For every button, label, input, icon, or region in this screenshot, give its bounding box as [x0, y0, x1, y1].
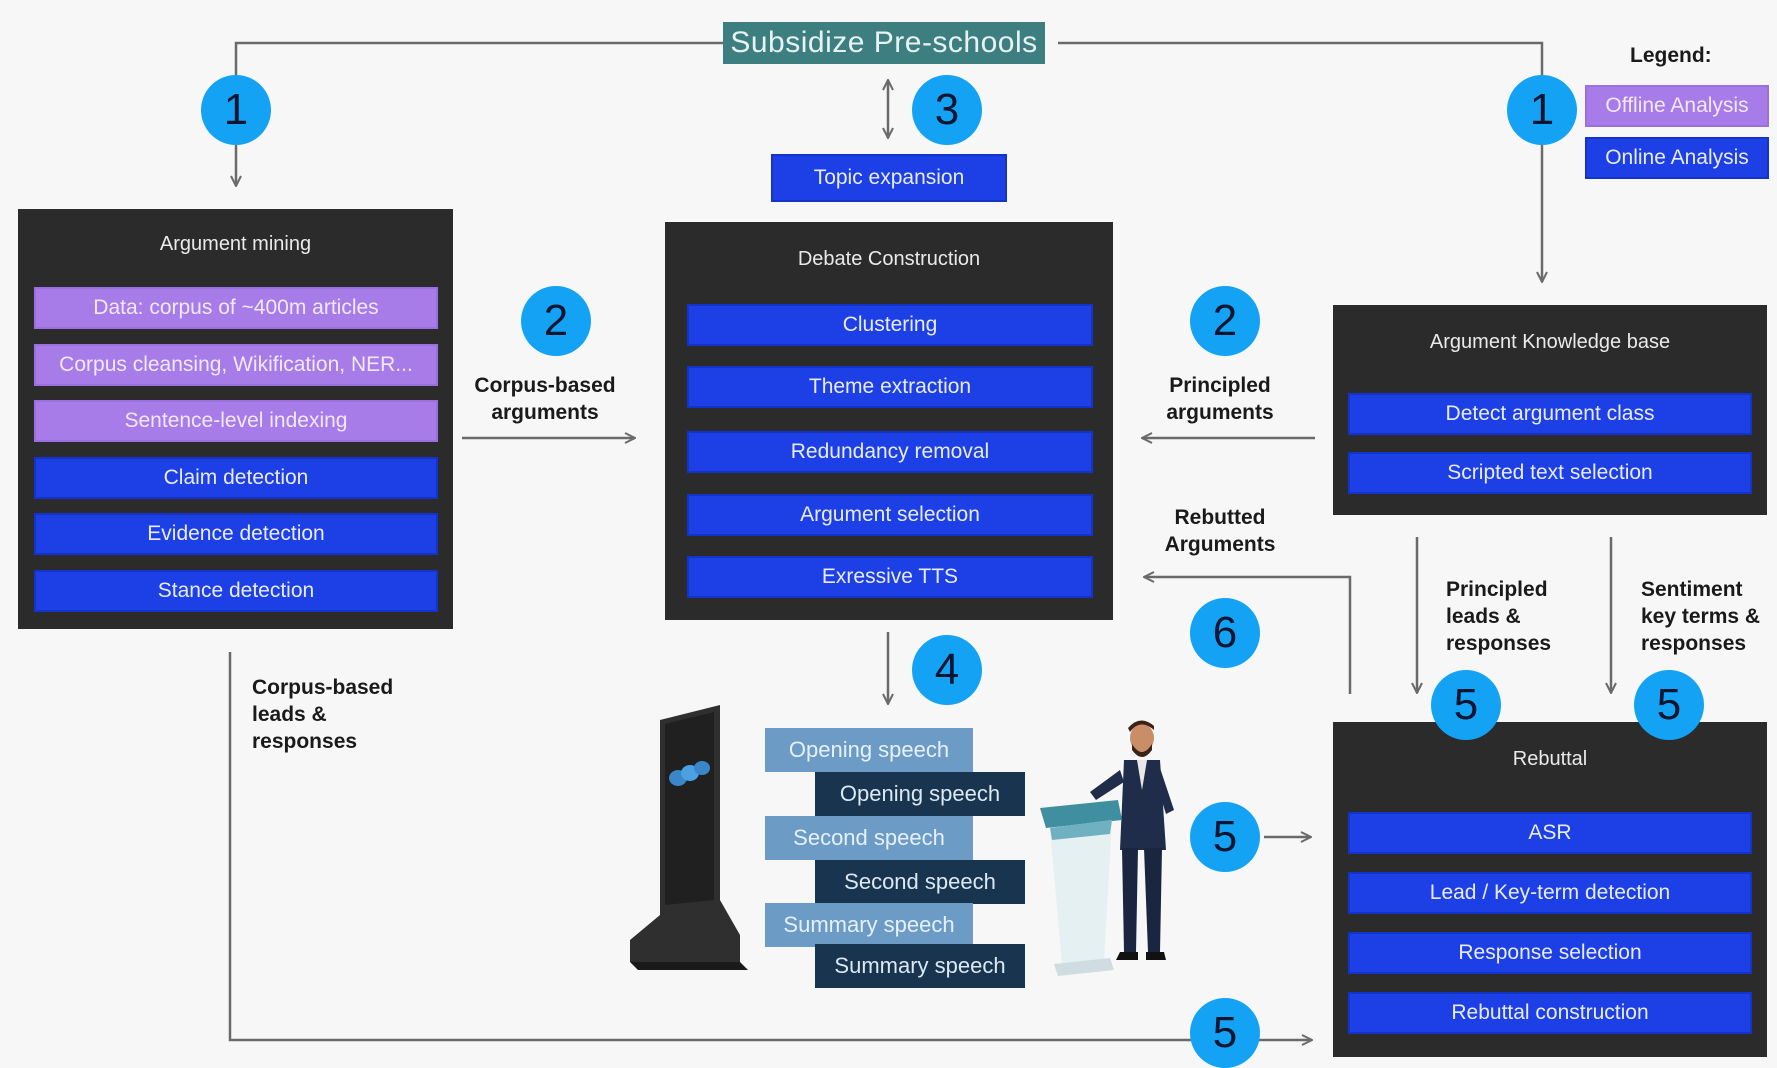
- step-number-5: 5: [1634, 670, 1704, 740]
- human-speaker-icon: [1040, 720, 1174, 976]
- speech-block: Summary speech: [765, 903, 973, 947]
- rebuttal-panel: Rebuttal ASR Lead / Key-term detection R…: [1333, 722, 1767, 1057]
- label-corpus-based-leads: Corpus-based leads & responses: [252, 676, 394, 753]
- label-sentiment-key-terms: Sentiment key terms & responses: [1641, 578, 1761, 655]
- label-corpus-based-arguments: Corpus-based arguments: [474, 374, 616, 424]
- legend-online: Online Analysis: [1585, 137, 1769, 179]
- argument-mining-panel: Argument mining Data: corpus of ~400m ar…: [18, 209, 453, 629]
- arrow-corpus-to-rebuttal: [228, 652, 1312, 1040]
- knowledge-base-title: Argument Knowledge base: [1429, 331, 1671, 353]
- step-number-3: 3: [912, 75, 982, 145]
- step-number-5: 5: [1431, 670, 1501, 740]
- step-number-6: 6: [1190, 598, 1260, 668]
- step-number-4: 4: [912, 635, 982, 705]
- speech-block: Second speech: [815, 860, 1025, 904]
- speech-block: Second speech: [765, 816, 973, 860]
- speech-block: Opening speech: [765, 728, 973, 772]
- legend-title: Legend:: [1630, 44, 1712, 67]
- rebuttal-item: Response selection: [1348, 932, 1752, 974]
- speech-block: Summary speech: [815, 944, 1025, 988]
- kb-item: Scripted text selection: [1348, 452, 1752, 494]
- debate-item: Argument selection: [687, 494, 1093, 536]
- mining-item: Data: corpus of ~400m articles: [34, 287, 438, 329]
- label-principled-arguments: Principled arguments: [1166, 374, 1274, 424]
- step-number-5: 5: [1190, 802, 1260, 872]
- mining-item: Evidence detection: [34, 513, 438, 555]
- rebuttal-item: Lead / Key-term detection: [1348, 872, 1752, 914]
- arrow-rebuttal-to-debate: [1144, 577, 1352, 694]
- speech-block: Opening speech: [815, 772, 1025, 816]
- rebuttal-item: Rebuttal construction: [1348, 992, 1752, 1034]
- topic-box: Subsidize Pre-schools: [723, 22, 1045, 64]
- ai-debater-machine-icon: [630, 705, 748, 970]
- mining-item: Sentence-level indexing: [34, 400, 438, 442]
- debate-item: Exressive TTS: [687, 556, 1093, 598]
- step-number-1: 1: [201, 75, 271, 145]
- knowledge-base-panel: Argument Knowledge base Detect argument …: [1333, 305, 1767, 515]
- mining-item: Corpus cleansing, Wikification, NER...: [34, 344, 438, 386]
- kb-item: Detect argument class: [1348, 393, 1752, 435]
- step-number-2: 2: [521, 286, 591, 356]
- arrow-topic-to-kb: [1058, 41, 1542, 282]
- debate-item: Theme extraction: [687, 366, 1093, 408]
- arrow-topic-to-mining: [236, 41, 723, 186]
- step-number-2: 2: [1190, 286, 1260, 356]
- legend-offline: Offline Analysis: [1585, 85, 1769, 127]
- debate-construction-title: Debate Construction: [797, 248, 981, 270]
- step-number-1: 1: [1507, 75, 1577, 145]
- rebuttal-title: Rebuttal: [1512, 748, 1588, 770]
- debate-item: Clustering: [687, 304, 1093, 346]
- mining-item: Claim detection: [34, 457, 438, 499]
- label-principled-leads: Principled leads & responses: [1446, 578, 1552, 655]
- label-rebutted-arguments: Rebutted Arguments: [1164, 506, 1276, 556]
- mining-item: Stance detection: [34, 570, 438, 612]
- debate-item: Redundancy removal: [687, 431, 1093, 473]
- topic-expansion-box: Topic expansion: [771, 154, 1007, 202]
- rebuttal-item: ASR: [1348, 812, 1752, 854]
- debate-construction-panel: Debate Construction Clustering Theme ext…: [665, 222, 1113, 620]
- argument-mining-title: Argument mining: [159, 233, 312, 255]
- step-number-5: 5: [1190, 998, 1260, 1068]
